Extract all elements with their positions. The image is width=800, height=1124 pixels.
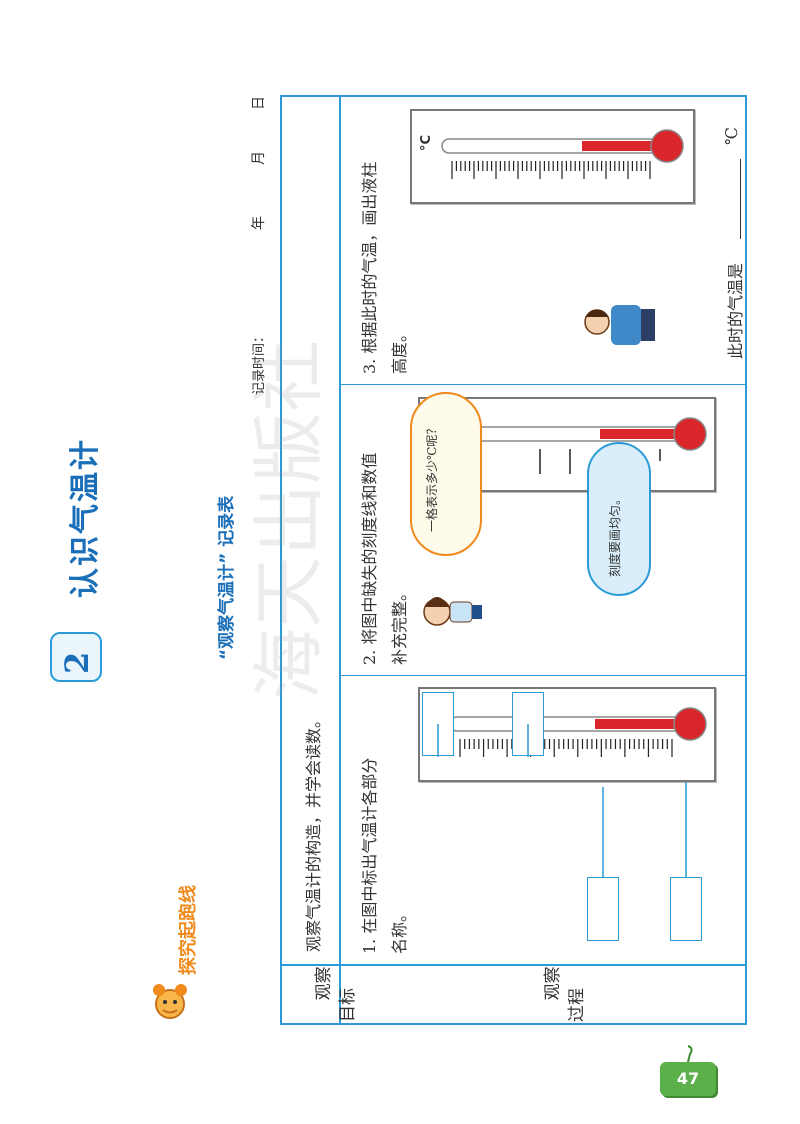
temp-answer-line[interactable] xyxy=(740,159,741,239)
watermark: 海天出版社 xyxy=(247,339,331,700)
header-divider xyxy=(282,964,745,966)
day-label: 日 xyxy=(251,96,267,110)
svg-text:°C: °C xyxy=(419,135,434,151)
girl-speech-bubble xyxy=(410,392,482,556)
lesson-number-badge: 2 xyxy=(50,632,102,682)
boy-speech-bubble xyxy=(587,442,651,596)
section-label: 探究起跑线 xyxy=(178,885,199,975)
record-table: 观察 目标 观察气温计的构造，并学会读数。 观察 过程 1. 在图中标出气温计各… xyxy=(280,95,747,1025)
month-label: 月 xyxy=(251,151,267,165)
task1-divider xyxy=(339,675,745,676)
mascot-icon xyxy=(145,980,195,1024)
label-leaders xyxy=(437,724,687,877)
boy-bubble-text: 刻度要画均匀。 xyxy=(608,492,622,577)
girl-figure xyxy=(415,577,485,647)
lesson-title: 认识气温计 xyxy=(60,438,104,598)
lesson-title-text: 认识气温计 xyxy=(68,438,103,598)
goal-divider xyxy=(339,97,341,1023)
year-label: 年 xyxy=(251,216,267,230)
page-number: 47 xyxy=(676,1069,700,1088)
lesson-number: 2 xyxy=(58,651,96,674)
hanger-icon xyxy=(687,1045,693,1063)
thermometer-3: °C xyxy=(410,109,695,204)
girl-bubble-text: 一格表示多少℃呢？ xyxy=(425,422,439,532)
label-box-4[interactable] xyxy=(670,877,702,941)
task2-divider xyxy=(339,384,745,385)
boy-figure xyxy=(577,287,657,372)
page-number-badge: 47 xyxy=(660,1045,716,1096)
label-box-3[interactable] xyxy=(587,877,619,941)
